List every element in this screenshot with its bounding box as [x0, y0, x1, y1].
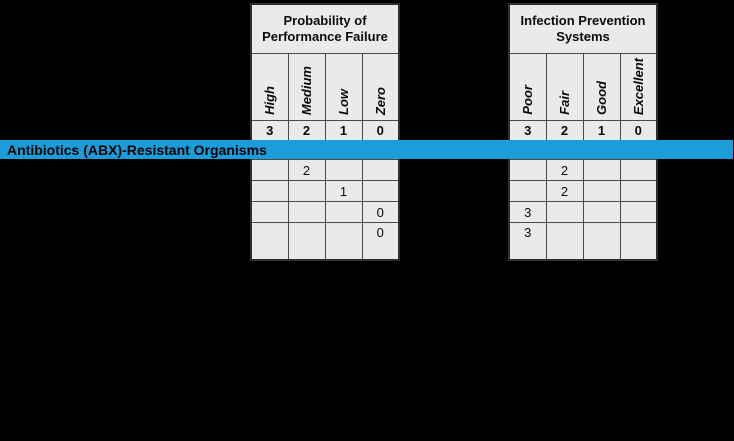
column-header-poor: Poor: [508, 53, 547, 121]
column-header-label: Poor: [520, 85, 536, 115]
column-header-row: Poor Fair Good Excellent: [508, 53, 658, 121]
column-header-label: Excellent: [630, 57, 646, 115]
score-cell: 1: [582, 120, 621, 141]
data-cell: [582, 222, 621, 261]
data-cell: 0: [361, 201, 400, 223]
data-cell: [250, 180, 289, 202]
data-cell: [250, 159, 289, 181]
data-cell: 1: [324, 180, 363, 202]
data-cell: [287, 180, 326, 202]
column-header-label: Fair: [557, 91, 572, 115]
column-header-label: Zero: [372, 86, 388, 115]
data-cell: [545, 201, 584, 223]
table-title: Infection Prevention Systems: [508, 3, 658, 54]
data-cell: [545, 222, 584, 261]
data-cell: [324, 201, 363, 223]
performance-failure-table: Probability of Performance Failure High …: [250, 3, 400, 261]
column-header-label: Medium: [299, 65, 314, 115]
data-cell: [508, 180, 547, 202]
data-cell: [361, 180, 400, 202]
score-row: 3 2 1 0: [508, 120, 658, 141]
table-row: 0: [250, 222, 400, 261]
data-cell: [361, 159, 400, 181]
table-row: 0: [250, 201, 400, 223]
score-cell: 3: [508, 120, 547, 141]
score-cell: 0: [619, 120, 658, 141]
data-cell: 2: [287, 159, 326, 181]
column-header-low: Low: [324, 53, 363, 121]
score-cell: 0: [361, 120, 400, 141]
score-cell: 2: [545, 120, 584, 141]
score-cell: 3: [250, 120, 289, 141]
column-header-medium: Medium: [287, 53, 326, 121]
data-cell: [250, 201, 289, 223]
column-header-excellent: Excellent: [619, 53, 658, 121]
data-cell: 2: [545, 159, 584, 181]
infection-prevention-table: Infection Prevention Systems Poor Fair G…: [508, 3, 658, 261]
table-row: 3: [508, 222, 658, 261]
data-cell: [582, 201, 621, 223]
table-row: 2: [508, 180, 658, 202]
score-cell: 1: [324, 120, 363, 141]
table-row: 3: [508, 201, 658, 223]
data-cell: [582, 180, 621, 202]
data-cell: 3: [508, 201, 547, 223]
data-cell: [324, 222, 363, 261]
data-cell: [619, 180, 658, 202]
category-banner: Antibiotics (ABX)-Resistant Organisms: [0, 140, 733, 159]
column-header-label: Good: [594, 81, 609, 115]
data-cell: [324, 159, 363, 181]
column-header-zero: Zero: [361, 53, 400, 121]
table-title-row: Infection Prevention Systems: [508, 3, 658, 54]
table-title: Probability of Performance Failure: [250, 3, 400, 54]
column-header-label: High: [262, 86, 278, 115]
table-title-row: Probability of Performance Failure: [250, 3, 400, 54]
data-cell: [619, 159, 658, 181]
data-cell: [287, 222, 326, 261]
data-cell: [508, 159, 547, 181]
column-header-label: Low: [336, 89, 351, 115]
category-banner-label: Antibiotics (ABX)-Resistant Organisms: [7, 141, 267, 158]
data-cell: 2: [545, 180, 584, 202]
column-header-good: Good: [582, 53, 621, 121]
column-header-row: High Medium Low Zero: [250, 53, 400, 121]
table-row: 2: [508, 159, 658, 181]
column-header-fair: Fair: [545, 53, 584, 121]
data-cell: [619, 222, 658, 261]
column-header-high: High: [250, 53, 289, 121]
data-cell: 3: [508, 222, 547, 261]
table-row: 2: [250, 159, 400, 181]
data-cell: 0: [361, 222, 400, 261]
score-cell: 2: [287, 120, 326, 141]
data-cell: [582, 159, 621, 181]
data-cell: [250, 222, 289, 261]
data-cell: [287, 201, 326, 223]
score-row: 3 2 1 0: [250, 120, 400, 141]
table-row: 1: [250, 180, 400, 202]
data-cell: [619, 201, 658, 223]
